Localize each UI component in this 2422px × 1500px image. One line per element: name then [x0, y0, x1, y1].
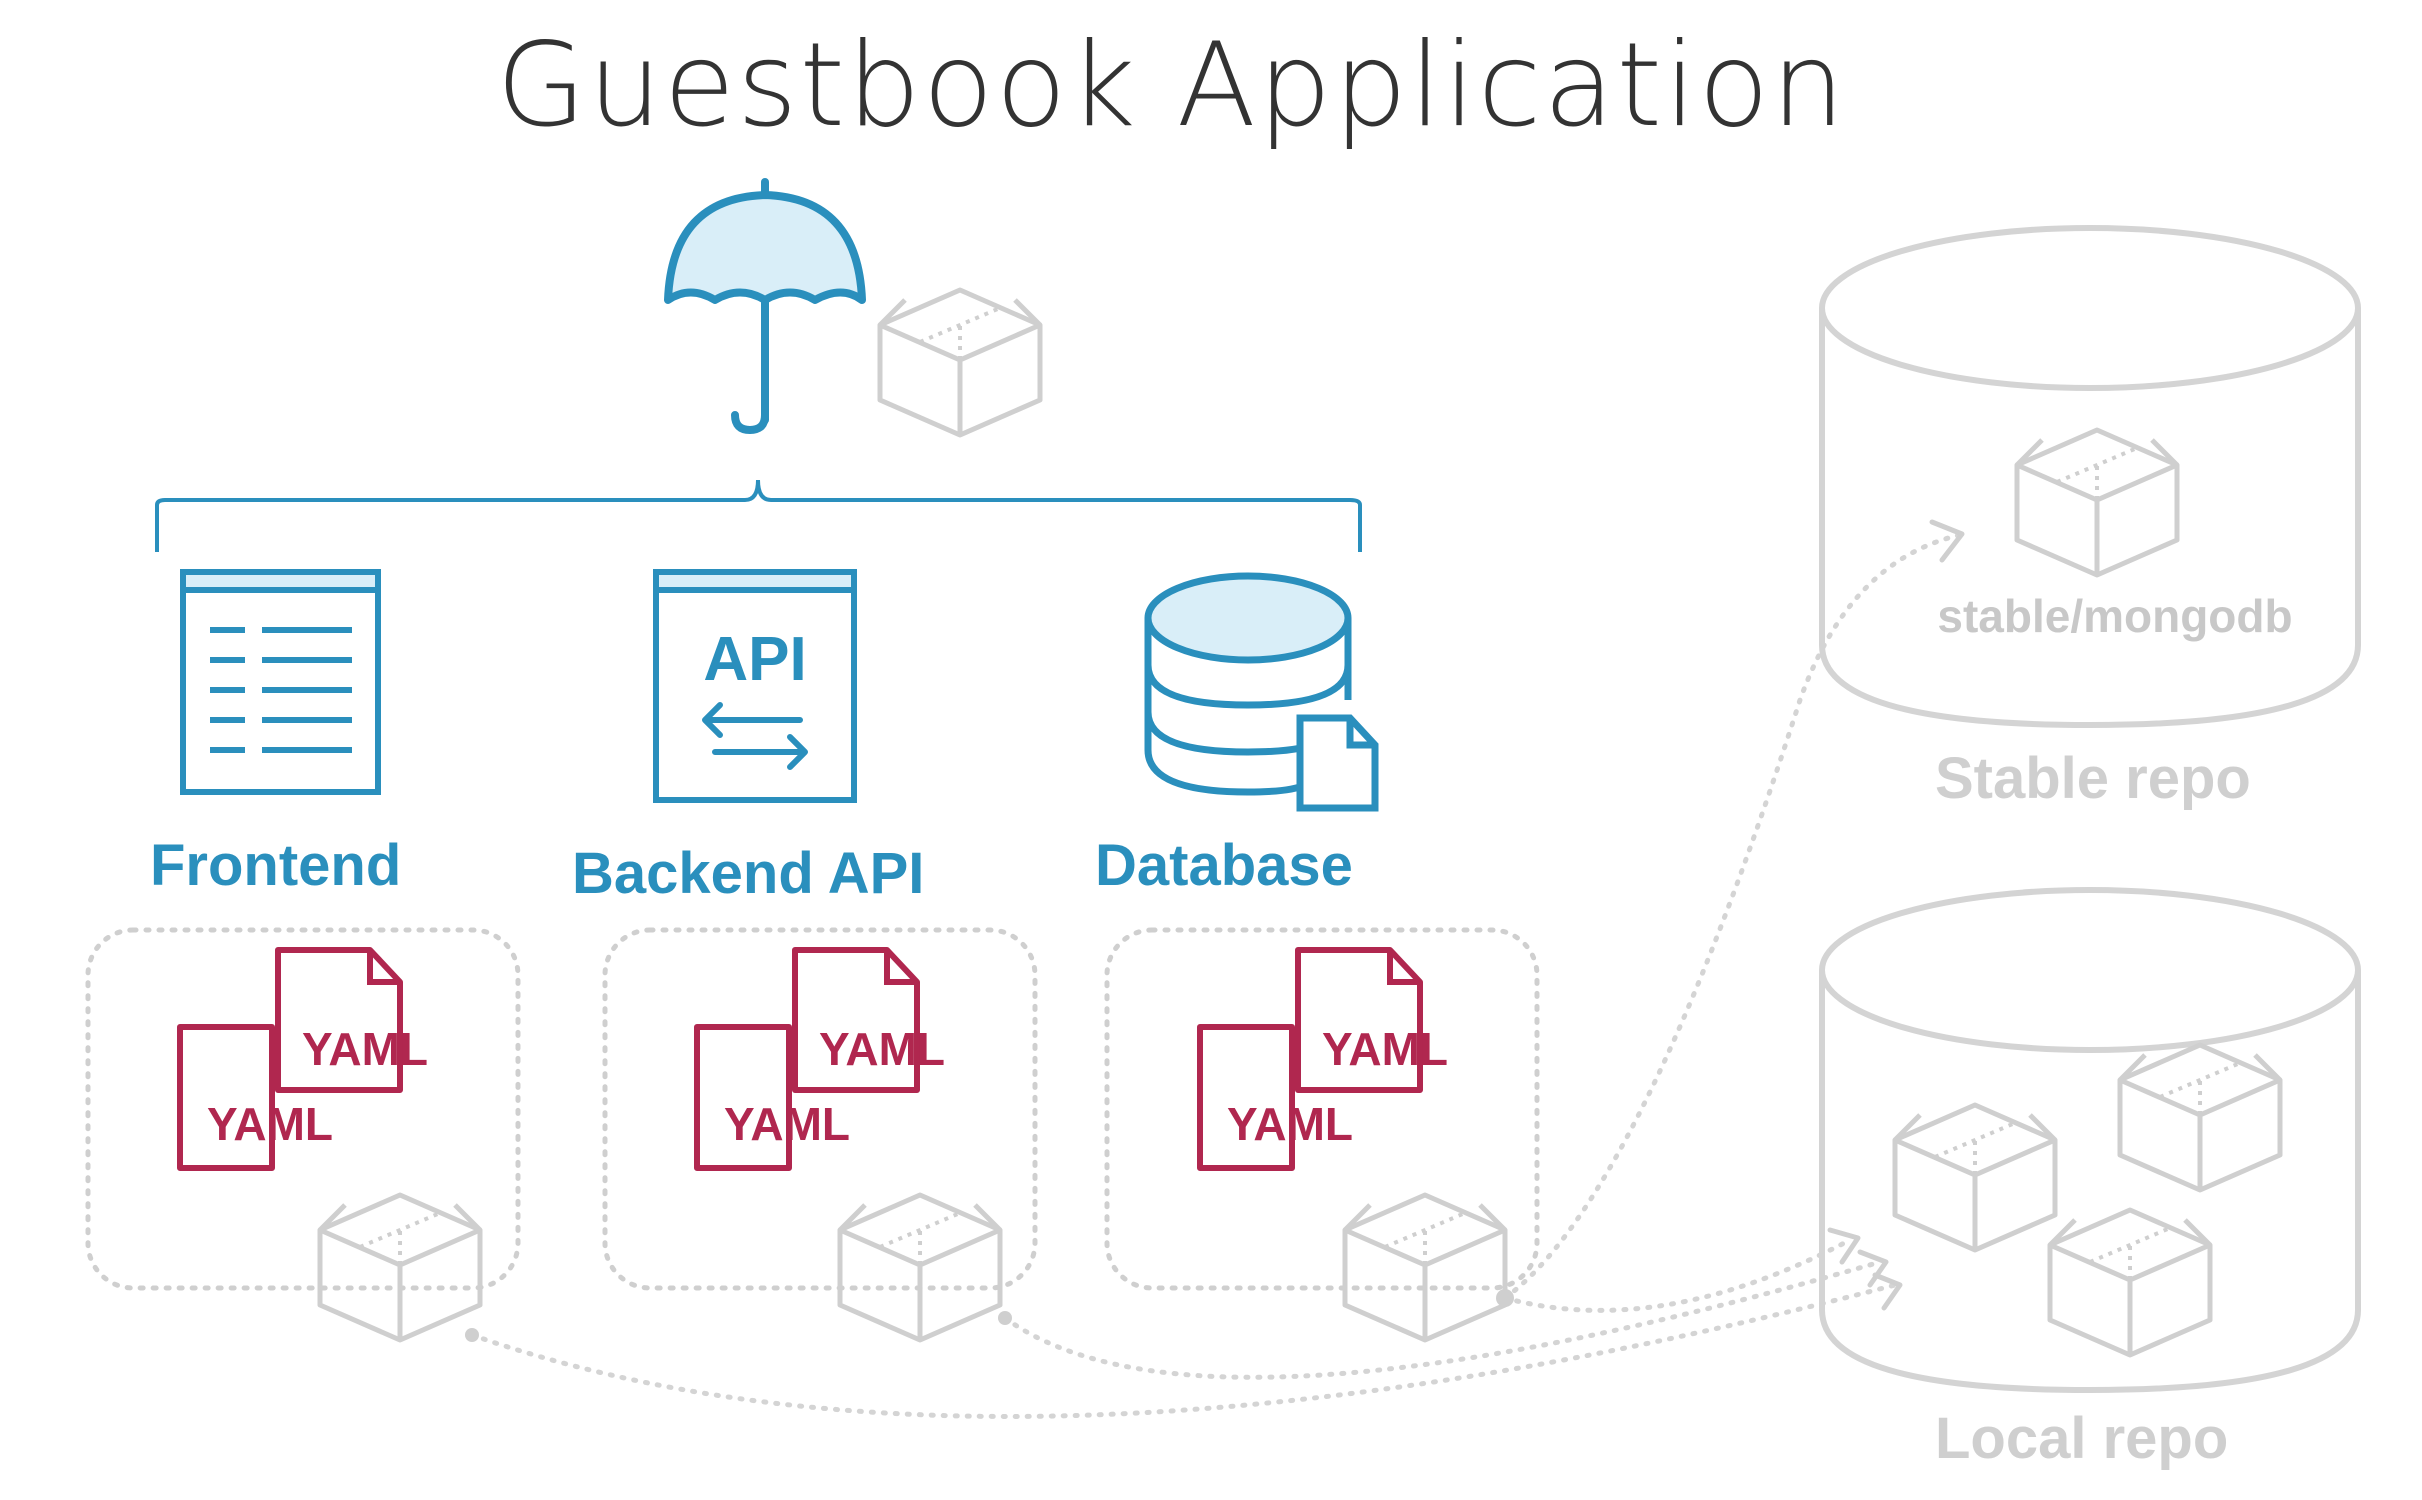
yaml-label-back: YAML	[302, 1023, 428, 1075]
database-chart-package-icon	[1345, 1195, 1505, 1340]
connector-backend-to-local	[1002, 1259, 1883, 1380]
arrowhead-icon	[1929, 519, 1965, 563]
api-window-icon: API	[653, 569, 857, 803]
database-label: Database	[1095, 833, 1353, 898]
yaml-doc-fold	[1387, 950, 1420, 985]
connector-origin-dot	[465, 1328, 479, 1342]
backend-chart-package-icon	[840, 1195, 1000, 1340]
local-repo-label: Local repo	[1935, 1406, 2229, 1471]
arrowhead-icon	[1872, 1272, 1903, 1311]
yaml-files-icon: YAML YAML	[694, 947, 945, 1171]
local-repo-cylinder	[1819, 887, 2361, 1394]
yaml-doc-fold	[884, 950, 917, 985]
yaml-doc-front	[177, 1024, 275, 1171]
yaml-label-front: YAML	[207, 1098, 333, 1150]
yaml-doc-front	[1197, 1024, 1295, 1171]
yaml-files-icon: YAML YAML	[1197, 947, 1448, 1171]
stable-repo-label: Stable repo	[1935, 746, 2251, 811]
backend-chart-container	[602, 927, 1038, 1291]
backend-api-label: Backend API	[572, 841, 925, 906]
database-icon	[1144, 572, 1379, 812]
frontend-chart-package-icon	[320, 1195, 480, 1340]
frontend-chart-container	[85, 927, 521, 1291]
diagram-title: Guestbook Application	[496, 18, 1847, 153]
local-chart-package-icon	[2050, 1210, 2210, 1355]
yaml-label-back: YAML	[1322, 1023, 1448, 1075]
yaml-files-icon: YAML YAML	[177, 947, 428, 1171]
yaml-label-front: YAML	[1227, 1098, 1353, 1150]
connector-origin-dot	[998, 1311, 1012, 1325]
yaml-doc-front	[694, 1024, 792, 1171]
mongodb-chart-package-icon	[2017, 430, 2177, 575]
api-icon-text: API	[703, 625, 806, 694]
yaml-label-front: YAML	[724, 1098, 850, 1150]
stable-repo-cylinder	[1819, 225, 2361, 729]
local-chart-package-icon	[1895, 1105, 2055, 1250]
connector-database-to-stable	[1502, 532, 1963, 1301]
web-page-icon	[180, 569, 381, 795]
database-chart-container	[1104, 927, 1540, 1291]
yaml-label-back: YAML	[819, 1023, 945, 1075]
connector-database-to-local	[1502, 1237, 1853, 1313]
frontend-label: Frontend	[150, 833, 402, 898]
connector-frontend-to-local	[469, 1282, 1898, 1419]
stable-chart-name: stable/mongodb	[1937, 590, 2292, 642]
yaml-doc-fold	[367, 950, 400, 985]
dependency-bracket	[155, 479, 1362, 552]
local-chart-package-icon	[2120, 1045, 2280, 1190]
chart-package-icon	[880, 290, 1040, 435]
umbrella-icon	[664, 178, 866, 434]
arrowhead-icon	[1827, 1227, 1861, 1265]
